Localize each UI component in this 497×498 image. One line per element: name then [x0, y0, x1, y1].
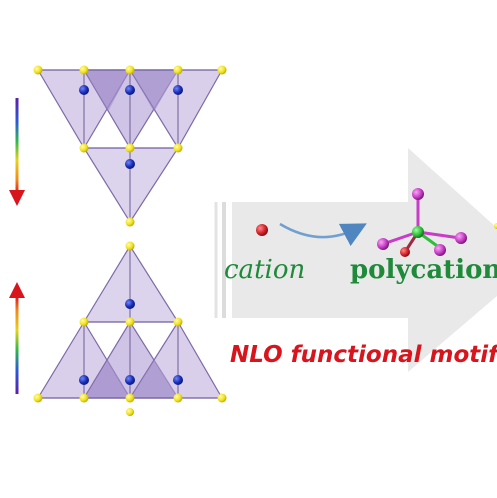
vertex-atom — [173, 393, 183, 403]
ligand-atom — [377, 238, 389, 250]
gradient-down-arrow-icon — [9, 98, 25, 206]
vertex-atom — [33, 393, 43, 403]
curved-arrow — [279, 222, 367, 247]
vertex-atom — [173, 143, 183, 153]
bottom-tetrahedral-structure — [33, 241, 227, 416]
ligand-atom — [412, 188, 424, 200]
vertex-atom — [125, 217, 135, 227]
inner-atom — [400, 247, 410, 257]
vertex-atom — [125, 393, 135, 403]
vertex-atom — [79, 143, 89, 153]
center-atom — [125, 85, 135, 95]
ligand-atom — [455, 232, 467, 244]
vertex-atom — [173, 317, 183, 327]
cation-atom — [256, 224, 268, 236]
gradient-up-arrow-icon — [9, 282, 25, 394]
big-arrow-body — [232, 148, 497, 372]
tetra-face — [82, 244, 180, 323]
tetra-face — [84, 70, 130, 112]
center-atom — [125, 375, 135, 385]
nlo-motif-label: NLO functional motif — [230, 342, 497, 368]
tetra-face — [84, 360, 130, 398]
polycation-label: polycation — [350, 255, 497, 285]
vertex-atom — [33, 65, 43, 75]
vertex-atom — [126, 408, 134, 416]
tetra-face — [130, 70, 178, 112]
vertex-atom — [125, 65, 135, 75]
tetra-face — [82, 147, 180, 224]
center-atom — [79, 375, 89, 385]
center-atom — [79, 85, 89, 95]
ligand-atom — [434, 244, 446, 256]
center-atom — [125, 299, 135, 309]
vertex-atom — [217, 393, 227, 403]
vertex-atom — [173, 65, 183, 75]
center-atom — [173, 375, 183, 385]
vertex-atom — [79, 393, 89, 403]
big-gray-arrow — [214, 148, 497, 372]
central-atom — [412, 226, 424, 238]
vertex-atom — [79, 317, 89, 327]
vertex-atom — [125, 241, 135, 251]
polycation-cluster — [377, 188, 467, 257]
cation-label: cation — [224, 255, 306, 285]
vertex-atom — [125, 317, 135, 327]
center-atom — [173, 85, 183, 95]
vertex-atom — [79, 65, 89, 75]
center-atom — [125, 159, 135, 169]
tetra-face — [130, 360, 178, 398]
edge-atom — [494, 223, 497, 229]
vertex-atom — [125, 143, 135, 153]
vertex-atom — [217, 65, 227, 75]
top-tetrahedral-structure — [33, 65, 227, 227]
